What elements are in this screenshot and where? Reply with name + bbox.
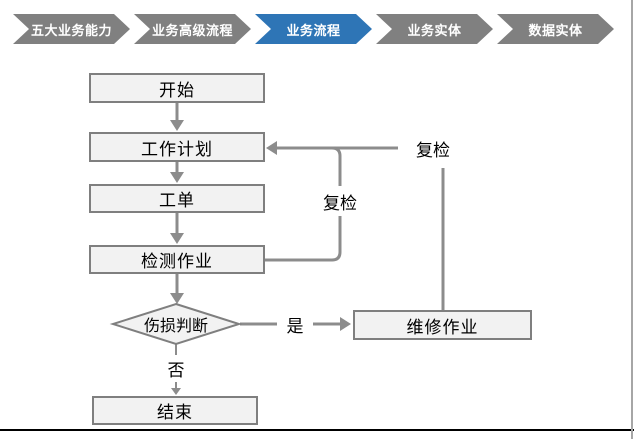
breadcrumb-step-label: 业务实体 <box>407 23 462 39</box>
edge-label-recheck-left: 复检 <box>314 186 366 216</box>
edge-label-text: 是 <box>286 316 304 337</box>
breadcrumb-step-label: 数据实体 <box>528 23 583 39</box>
breadcrumb-step-label: 五大业务能力 <box>30 23 112 39</box>
breadcrumb-step-five-capabilities[interactable]: 五大业务能力 <box>13 14 130 44</box>
node-repair-job: 维修作业 <box>353 310 532 340</box>
edge-label-recheck-right: 复检 <box>408 134 458 162</box>
edge-label-text: 复检 <box>323 193 357 214</box>
edge-label-text: 否 <box>167 361 185 381</box>
node-inspection-job: 检测作业 <box>89 245 265 274</box>
node-label: 工单 <box>159 191 195 211</box>
breadcrumb-step-label: 业务高级流程 <box>151 23 233 39</box>
node-label: 维修作业 <box>406 317 479 338</box>
breadcrumb-step-high-level-process[interactable]: 业务高级流程 <box>134 14 251 44</box>
right-border-line <box>631 0 633 439</box>
loop-inspect-recheck <box>265 146 342 262</box>
node-work-order: 工单 <box>89 184 265 213</box>
breadcrumb-step-data-entity[interactable]: 数据实体 <box>497 14 614 44</box>
node-label: 伤损判断 <box>143 316 208 335</box>
arrowhead-down <box>170 172 184 183</box>
arrowhead-down <box>170 233 184 244</box>
arrowhead-right <box>340 317 351 331</box>
node-damage-decision: 伤损判断 <box>116 312 236 336</box>
node-label: 开始 <box>159 80 195 101</box>
arrowhead-down <box>170 120 184 131</box>
node-label: 结束 <box>157 403 193 423</box>
node-work-plan: 工作计划 <box>89 132 265 162</box>
breadcrumb-step-label: 业务流程 <box>286 23 341 39</box>
edge-label-yes: 是 <box>277 311 313 337</box>
edge-label-text: 复检 <box>416 140 450 161</box>
arrowhead-left <box>266 141 277 155</box>
node-decision-shape <box>109 302 243 346</box>
node-end: 结束 <box>92 396 258 425</box>
bottom-border-line <box>0 429 634 431</box>
breadcrumb-step-business-entity[interactable]: 业务实体 <box>376 14 493 44</box>
arrowhead-down-small <box>171 388 181 395</box>
arrowhead-down <box>170 293 184 304</box>
node-label: 工作计划 <box>141 139 213 160</box>
breadcrumb-step-business-process[interactable]: 业务流程 <box>255 14 372 44</box>
edge-label-no: 否 <box>157 355 195 382</box>
node-start: 开始 <box>89 73 265 103</box>
node-label: 检测作业 <box>141 252 213 272</box>
